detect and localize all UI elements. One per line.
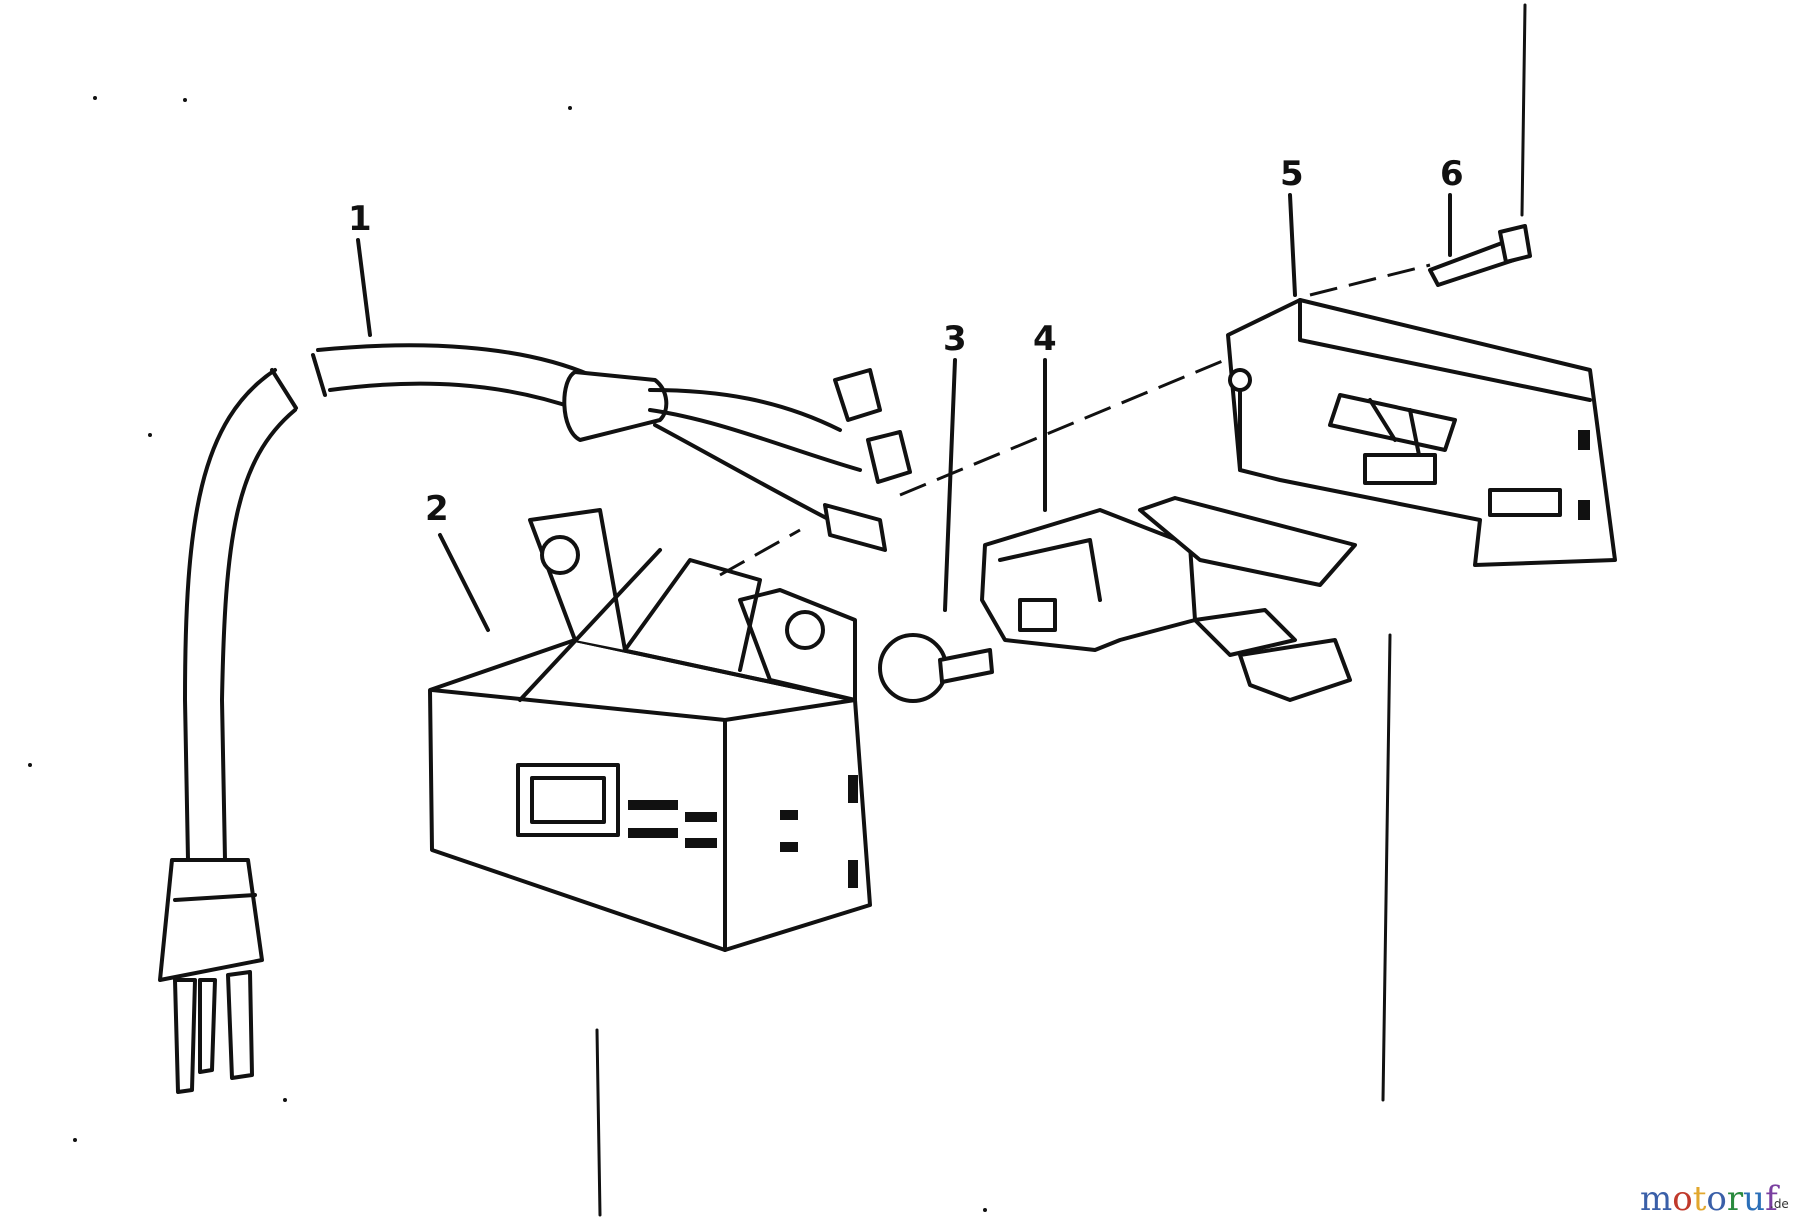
watermark: motoruf .de <box>1640 1179 1789 1219</box>
watermark-o2: o <box>1706 1179 1726 1219</box>
border-marks <box>28 3 1527 1217</box>
watermark-t: t <box>1693 1179 1707 1219</box>
watermark-m: m <box>1640 1179 1672 1219</box>
watermark-r: r <box>1727 1179 1744 1219</box>
svg-text:motoruf: motoruf <box>1640 1179 1780 1219</box>
switch-bracket <box>1226 298 1617 567</box>
watermark-u: u <box>1743 1179 1765 1219</box>
watermark-f: f <box>1765 1179 1780 1219</box>
callout-6: 6 <box>1440 154 1464 194</box>
callout-2: 2 <box>425 489 449 529</box>
pilot-lamp <box>878 633 994 703</box>
power-cord <box>158 343 912 1094</box>
screw <box>1428 224 1532 287</box>
switch <box>980 496 1357 702</box>
callout-4: 4 <box>1033 319 1057 359</box>
watermark-o1: o <box>1672 1179 1692 1219</box>
callout-3: 3 <box>943 319 967 359</box>
callout-1: 1 <box>348 199 372 239</box>
watermark-suffix: .de <box>1770 1197 1789 1211</box>
callout-5: 5 <box>1280 154 1304 194</box>
callout-labels: 1 2 3 4 5 6 <box>348 154 1464 529</box>
leader-lines <box>356 193 1452 632</box>
switch-housing <box>428 508 872 952</box>
assembly-lines <box>719 263 1431 577</box>
